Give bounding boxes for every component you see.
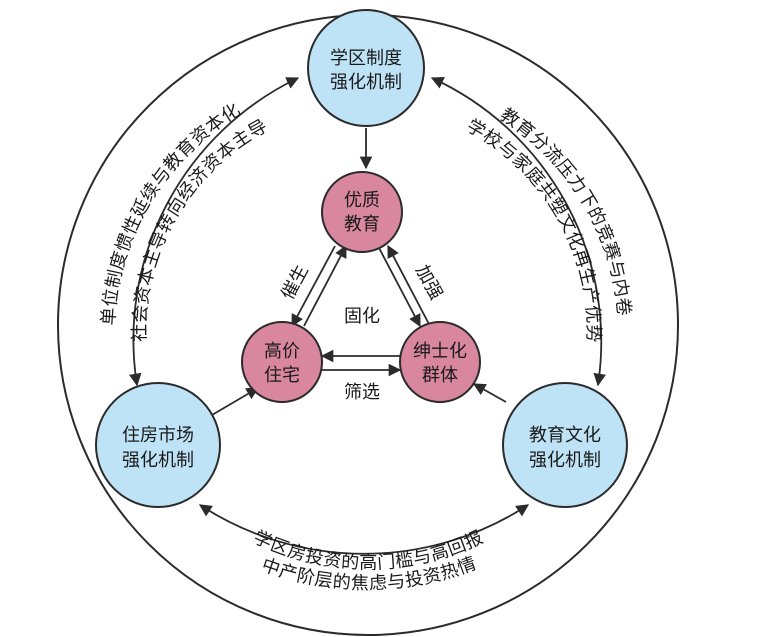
arrow-youzhi-to-shenshi — [377, 245, 421, 328]
node-youzhi-line2: 教育 — [344, 214, 380, 235]
node-youzhi: 优质 教育 — [321, 171, 403, 253]
label-shaixuan: 筛选 — [344, 382, 380, 403]
node-xuequ-line1: 学区制度 — [330, 48, 402, 69]
node-jiaoyu-wenhua: 教育文化 强化机制 — [502, 382, 628, 508]
node-xuequ-line2: 强化机制 — [330, 72, 402, 93]
curve-label-left-inner: 社会资本主导转向经济资本主导 — [130, 116, 272, 342]
arrow-jiaoyu-to-shenshi — [472, 383, 507, 403]
node-zhufang-line1: 住房市场 — [122, 425, 194, 446]
arrow-youzhi-to-gaojia — [291, 245, 336, 328]
arrow-xuequ-to-zhufang — [129, 77, 300, 387]
node-shenshi: 绅士化 群体 — [399, 321, 481, 403]
node-shenshi-line2: 群体 — [422, 365, 458, 386]
label-jiaqiang: 加强 — [411, 262, 446, 304]
arrow-shenshi-to-youzhi — [387, 244, 431, 327]
node-xuequ: 学区制度 强化机制 — [307, 9, 425, 127]
node-jiaoyu-wenhua-line2: 强化机制 — [529, 450, 601, 471]
arrow-zhufang-to-gaojia — [211, 387, 260, 416]
node-shenshi-line1: 绅士化 — [413, 341, 467, 362]
node-zhufang: 住房市场 强化机制 — [95, 382, 221, 508]
label-guhua: 固化 — [344, 306, 380, 327]
node-jiaoyu-wenhua-line1: 教育文化 — [529, 425, 601, 446]
node-zhufang-line2: 强化机制 — [122, 450, 194, 471]
arrow-xuequ-to-jiaoyu — [430, 77, 606, 387]
node-youzhi-line1: 优质 — [344, 190, 380, 211]
arrow-zhufang-to-jiaoyu — [198, 504, 530, 555]
arrow-gaojia-to-youzhi — [303, 244, 347, 327]
node-gaojia: 高价 住宅 — [241, 321, 323, 403]
node-gaojia-line2: 住宅 — [264, 365, 300, 386]
node-gaojia-line1: 高价 — [264, 341, 300, 362]
